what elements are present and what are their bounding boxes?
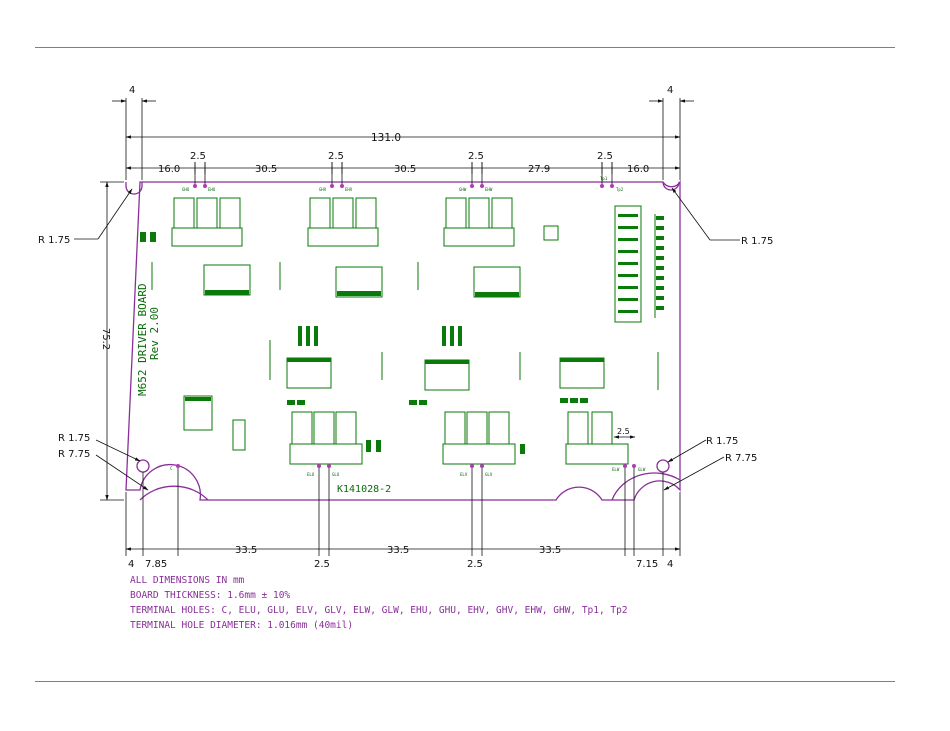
board-title: M652 DRIVER BOARD [136,283,149,396]
leader-r-top-left-2 [97,188,133,240]
terminal-label-ehu: EHU [208,187,216,192]
leader-r-br-hole [667,439,707,463]
terminal-label-glv: GLV [485,472,493,477]
top-rule [35,47,895,48]
mount-hole-bottom-left [136,459,150,473]
note-units: ALL DIMENSIONS IN mm [130,575,245,586]
leader-r-bl-hole [95,439,141,462]
dim-radius-top-right: R 1.75 [741,236,773,247]
dim-top-hole-offset-right: 4 [667,85,673,96]
dim-bottom-span-3: 33.5 [539,545,561,556]
dim-seg-gap-1: 2.5 [190,151,206,162]
dim-seg-span-2: 30.5 [394,164,416,175]
top-left-notch [125,182,143,195]
leader-r-bl-notch [95,454,149,491]
dim-overall-width: 131.0 [371,132,401,144]
terminal-holes [176,184,636,468]
dim-bottom-gap-1: 2.5 [314,559,330,570]
board-outline [125,179,681,501]
note-terminal-holes: TERMINAL HOLES: C, ELU, GLU, ELV, GLV, E… [130,605,628,616]
terminal-label-elv: ELV [460,472,468,477]
dim-small-span: 2.5 [617,427,630,436]
terminal-label-tp1: Tp1 [600,176,608,181]
component-layer [151,197,659,465]
terminal-label-c: C [170,466,173,471]
terminal-label-elw: ELW [612,467,620,472]
dim-bottom-left-pos: 7.85 [145,559,167,570]
terminal-label-ghu: GHU [182,187,190,192]
dim-radius-bl-hole: R 1.75 [58,433,90,444]
dim-seg-right-edge: 16.0 [627,164,649,175]
copper-pads [140,214,664,454]
terminal-label-tp2: Tp2 [616,187,624,192]
dim-bottom-gap-2: 2.5 [467,559,483,570]
dim-bottom-span-2: 33.5 [387,545,409,556]
dim-seg-gap-3: 2.5 [468,151,484,162]
dim-bottom-right-pos: 7.15 [636,559,658,570]
notes-block: ALL DIMENSIONS IN mm BOARD THICKNESS: 1.… [130,573,628,633]
leader-r-top-right-2 [671,187,711,241]
terminal-label-glu: GLU [332,472,340,477]
dim-radius-bl-notch: R 7.75 [58,449,90,460]
dim-bottom-left-offset: 4 [128,559,134,570]
dim-bottom-right-offset: 4 [667,559,673,570]
terminal-label-ehv: EHV [345,187,353,192]
dim-board-height: 75.2 [100,328,111,350]
dim-radius-br-hole: R 1.75 [706,436,738,447]
terminal-label-ghw: GHW [459,187,467,192]
top-right-notch [662,181,680,191]
dim-radius-top-left: R 1.75 [38,235,70,246]
bottom-rule [35,681,895,682]
dim-seg-left-edge: 16.0 [158,164,180,175]
dim-seg-gap-4: 2.5 [597,151,613,162]
terminal-label-elu: ELU [307,472,315,477]
terminal-label-ghv: GHV [319,187,327,192]
notch-bottom-left [139,485,209,501]
note-thickness: BOARD THICKNESS: 1.6mm ± 10% [130,590,291,601]
dim-seg-gap-2: 2.5 [328,151,344,162]
dim-radius-br-notch: R 7.75 [725,453,757,464]
dim-seg-span-1: 30.5 [255,164,277,175]
dim-bottom-span-1: 33.5 [235,545,257,556]
notch-bottom-right [611,472,681,501]
terminal-label-glw: GLW [638,467,646,472]
board-part-number: K141028-2 [337,484,391,495]
dim-top-hole-offset-left: 4 [129,85,135,96]
note-hole-diameter: TERMINAL HOLE DIAMETER: 1.016mm (40mil) [130,620,354,631]
leader-r-br-notch [663,456,725,491]
mount-hole-bottom-right [656,459,670,473]
board-revision: Rev 2.00 [148,307,161,360]
terminal-label-ehw: EHW [485,187,493,192]
dim-seg-span-3: 27.9 [528,164,550,175]
